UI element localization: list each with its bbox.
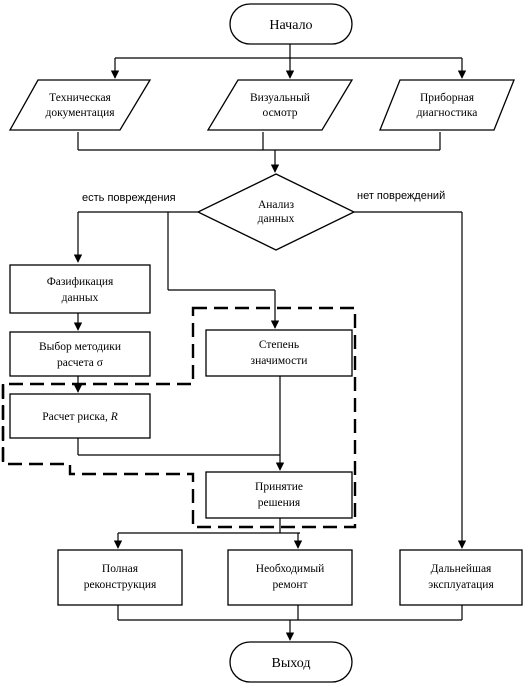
connectors: [73, 44, 467, 641]
svg-text:диагностика: диагностика: [417, 107, 478, 119]
svg-text:Принятие: Принятие: [255, 481, 303, 493]
box-necessary-repair: Необходимый ремонт: [227, 549, 353, 606]
svg-text:ремонт: ремонт: [272, 579, 307, 591]
box-risk-calculation: Расчет риска, R: [9, 393, 151, 439]
branch-label-damage: есть повреждения: [82, 192, 176, 204]
box-further-operation: Дальнейшая эксплуатация: [399, 549, 523, 606]
svg-text:Анализ: Анализ: [258, 199, 295, 211]
branch-label-no-damage: нет повреждений: [357, 190, 445, 202]
svg-text:эксплуатация: эксплуатация: [428, 579, 494, 591]
box-fuzzification: Фазификация данных: [9, 264, 151, 314]
svg-text:данных: данных: [258, 213, 295, 225]
box-significance-degree: Степень значимости: [205, 329, 353, 377]
svg-text:данных: данных: [62, 292, 99, 304]
svg-text:решения: решения: [258, 497, 301, 509]
svg-text:Расчет риска, R: Расчет риска, R: [42, 411, 117, 423]
svg-text:Приборная: Приборная: [420, 92, 475, 104]
start-terminator: Начало: [229, 3, 353, 45]
input-technical-documentation: Техническая документация: [8, 79, 152, 131]
svg-text:Необходимый: Необходимый: [256, 563, 324, 575]
end-label: Выход: [272, 656, 311, 671]
box-method-selection: Выбор методики расчета σ: [9, 331, 151, 377]
input-visual-inspection: Визуальный осмотр: [206, 79, 354, 131]
start-label: Начало: [269, 18, 312, 33]
svg-text:документация: документация: [45, 107, 115, 119]
input-instrument-diagnostics: Приборная диагностика: [379, 79, 515, 131]
dashed-group-outline-upper: [1, 306, 357, 529]
svg-text:Фазификация: Фазификация: [47, 276, 114, 288]
svg-text:Степень: Степень: [259, 339, 299, 351]
svg-text:расчета σ: расчета σ: [57, 357, 104, 369]
decision-data-analysis: Анализ данных: [196, 173, 356, 251]
svg-text:Дальнейшая: Дальнейшая: [431, 563, 492, 575]
svg-text:Техническая: Техническая: [49, 92, 111, 104]
svg-text:реконструкция: реконструкция: [84, 579, 157, 591]
svg-text:Выбор методики: Выбор методики: [39, 341, 121, 353]
end-terminator: Выход: [229, 641, 353, 683]
box-decision-making: Принятие решения: [205, 471, 353, 519]
svg-text:Полная: Полная: [102, 563, 139, 575]
svg-text:значимости: значимости: [251, 355, 308, 367]
svg-text:Визуальный: Визуальный: [250, 92, 310, 104]
svg-text:осмотр: осмотр: [263, 107, 298, 119]
box-full-reconstruction: Полная реконструкция: [57, 549, 183, 606]
